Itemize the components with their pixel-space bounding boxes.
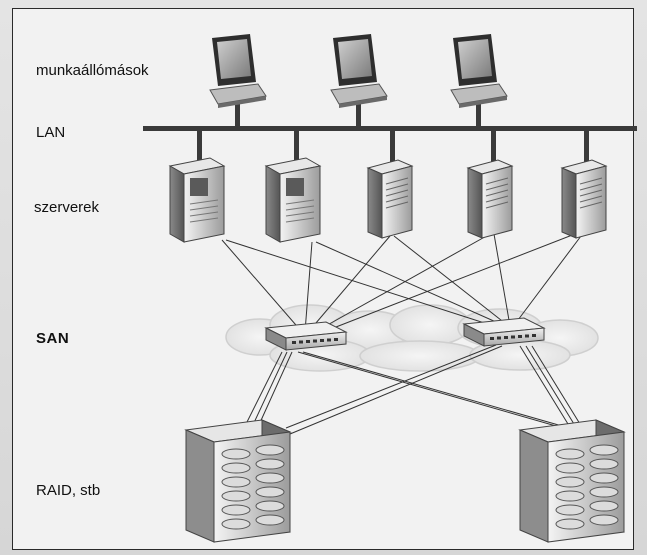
server-tower-icon — [264, 157, 322, 243]
disk-array-icon — [184, 419, 292, 543]
workstation-drops — [235, 98, 481, 128]
server-switch-links — [221, 231, 585, 335]
san-switch-1 — [264, 321, 348, 351]
computer-monitor-icon — [209, 34, 267, 108]
server-tower-icon — [560, 159, 608, 239]
workstations-label: munkaállómások — [36, 62, 149, 79]
server-tower-icon — [168, 157, 226, 243]
lan-bus — [143, 126, 637, 131]
lan-label: LAN — [36, 124, 66, 141]
network-switch-icon — [462, 317, 546, 347]
workstation-2 — [330, 34, 388, 108]
server-5 — [560, 159, 608, 239]
server-drops — [197, 130, 589, 162]
switch-storage-links — [244, 344, 581, 435]
raid-array-2 — [518, 419, 626, 543]
server-1 — [168, 157, 226, 243]
server-2 — [264, 157, 322, 243]
server-tower-icon — [366, 159, 414, 239]
san-switch-2 — [462, 317, 546, 347]
computer-monitor-icon — [450, 34, 508, 108]
workstation-1 — [209, 34, 267, 108]
servers-label: szerverek — [34, 199, 100, 216]
computer-monitor-icon — [330, 34, 388, 108]
workstation-3 — [450, 34, 508, 108]
raid-label: RAID, stb — [36, 482, 101, 499]
network-switch-icon — [264, 321, 348, 351]
san-label: SAN — [36, 330, 70, 347]
disk-array-icon — [518, 419, 626, 543]
raid-array-1 — [184, 419, 292, 543]
server-4 — [466, 159, 514, 239]
server-tower-icon — [466, 159, 514, 239]
server-3 — [366, 159, 414, 239]
